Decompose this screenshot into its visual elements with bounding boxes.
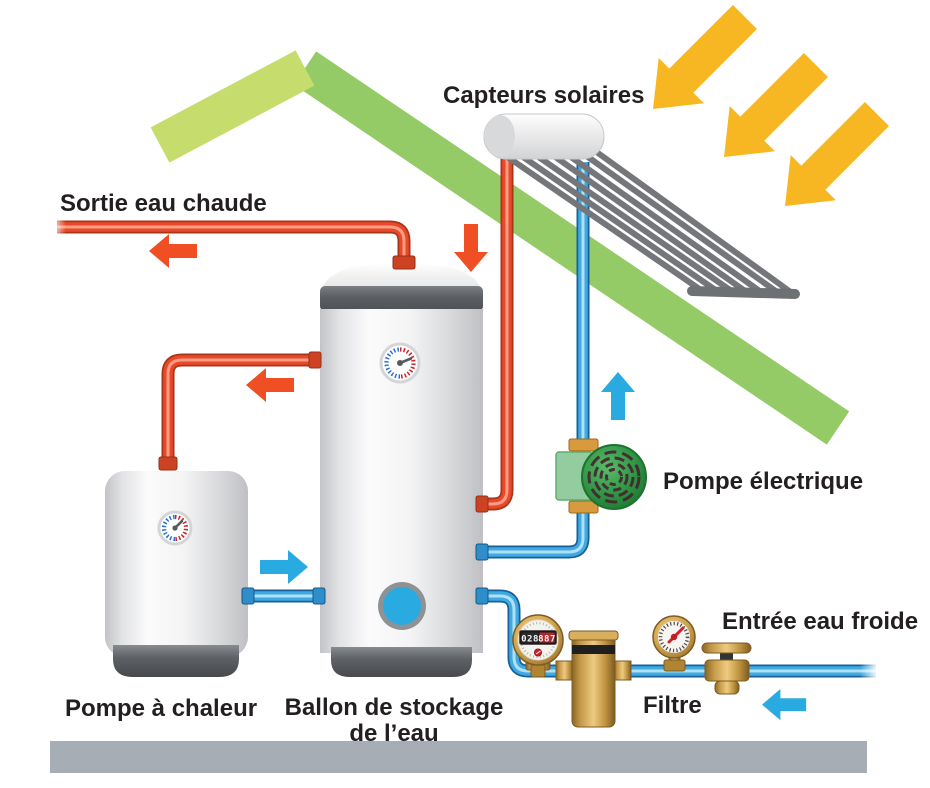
valve-bottom bbox=[714, 680, 740, 695]
cold-stub-tank-lower bbox=[475, 587, 489, 605]
filter-band bbox=[572, 645, 615, 654]
pipe-fade bbox=[50, 219, 66, 236]
sun-rays bbox=[630, 0, 900, 229]
label-pompe-a-chaleur: Pompe à chaleur bbox=[65, 695, 257, 722]
roof bbox=[150, 50, 850, 445]
cold-stub-tank-link bbox=[312, 587, 326, 605]
heat-pump bbox=[105, 456, 255, 677]
hot-stub-heat-pump-top bbox=[158, 456, 178, 471]
filter-cap bbox=[568, 630, 619, 641]
collector-tube bbox=[578, 149, 780, 295]
hot-stub-tank-top bbox=[392, 255, 416, 270]
label-pompe-electrique: Pompe électrique bbox=[663, 468, 863, 495]
valve-handle bbox=[701, 642, 752, 654]
pump-fitting bbox=[568, 500, 599, 514]
cold-flow-arrow-up bbox=[601, 372, 635, 420]
cold-flow-arrow-right bbox=[260, 550, 308, 584]
tank-base bbox=[331, 647, 472, 677]
tank-thermometer bbox=[379, 342, 421, 384]
meter-nut bbox=[530, 664, 546, 678]
filter-port-right bbox=[613, 660, 632, 681]
collector-footer-rail bbox=[687, 286, 800, 299]
collector-tube bbox=[561, 149, 764, 295]
collector-tube bbox=[544, 148, 748, 294]
valve-body bbox=[704, 659, 750, 682]
label-ballon-line2: de l’eau bbox=[349, 720, 438, 747]
heat-pump-base bbox=[113, 645, 239, 677]
pump-fitting bbox=[568, 438, 599, 452]
tank-porthole bbox=[383, 587, 421, 625]
solar-collector bbox=[483, 113, 800, 299]
heat-pump-thermometer bbox=[157, 510, 193, 546]
label-sortie-eau-chaude: Sortie eau chaude bbox=[60, 190, 267, 217]
collector-tube bbox=[493, 146, 701, 291]
collector-header-endcap bbox=[485, 115, 515, 157]
hot-flow-arrow-down bbox=[454, 224, 488, 272]
shutoff-valve bbox=[701, 642, 752, 695]
label-capteurs-solaires: Capteurs solaires bbox=[443, 82, 644, 109]
roof-left-slope bbox=[150, 50, 315, 163]
label-entree-eau-froide: Entrée eau froide bbox=[722, 608, 918, 635]
collector-tube bbox=[595, 150, 795, 296]
meter-sub-needle bbox=[535, 650, 541, 655]
gauge-ticks bbox=[658, 621, 690, 653]
pipe-fade bbox=[860, 662, 878, 680]
storage-tank bbox=[320, 263, 483, 677]
ground-line bbox=[50, 741, 867, 773]
cold-stub-heat-pump-right bbox=[241, 587, 255, 605]
filter-port-left bbox=[555, 660, 574, 681]
pressure-gauge bbox=[652, 615, 696, 672]
pipe-stubs bbox=[308, 255, 489, 605]
labels: Sortie eau chaude Capteurs solaires Pomp… bbox=[60, 82, 918, 747]
hot-stub-tank-left bbox=[308, 351, 322, 369]
tank-collar bbox=[320, 286, 483, 311]
water-filter bbox=[555, 630, 632, 728]
meter-digits-red: 887 bbox=[538, 635, 556, 645]
label-filtre: Filtre bbox=[643, 692, 702, 719]
valve-stem bbox=[720, 651, 733, 662]
cold-flow-arrow-in bbox=[762, 689, 807, 721]
hot-stub-tank-right bbox=[475, 495, 489, 513]
electric-pump bbox=[555, 438, 647, 514]
label-ballon-line1: Ballon de stockage bbox=[285, 694, 504, 721]
collector-tube bbox=[527, 148, 733, 293]
collector-header-tank bbox=[483, 113, 605, 160]
heat-pump-body bbox=[105, 471, 248, 657]
meter-counter: 028 887 bbox=[519, 630, 557, 645]
gauge-hub bbox=[670, 633, 678, 641]
gauge-nut bbox=[663, 659, 686, 672]
collector-tubes bbox=[493, 146, 795, 296]
heat-pump-loop-pipe bbox=[168, 360, 318, 470]
hot-flow-arrow-loop bbox=[246, 368, 294, 402]
pump-impeller-rings bbox=[587, 450, 641, 504]
collector-tube bbox=[510, 147, 717, 292]
pump-impeller-housing bbox=[581, 444, 647, 510]
cold-stub-tank-upper bbox=[475, 543, 489, 561]
meter-digits-black: 028 bbox=[521, 635, 539, 645]
hot-flow-arrow-out bbox=[149, 234, 197, 268]
roof-right-slope bbox=[293, 51, 850, 445]
water-meter: 028 887 bbox=[512, 614, 564, 678]
